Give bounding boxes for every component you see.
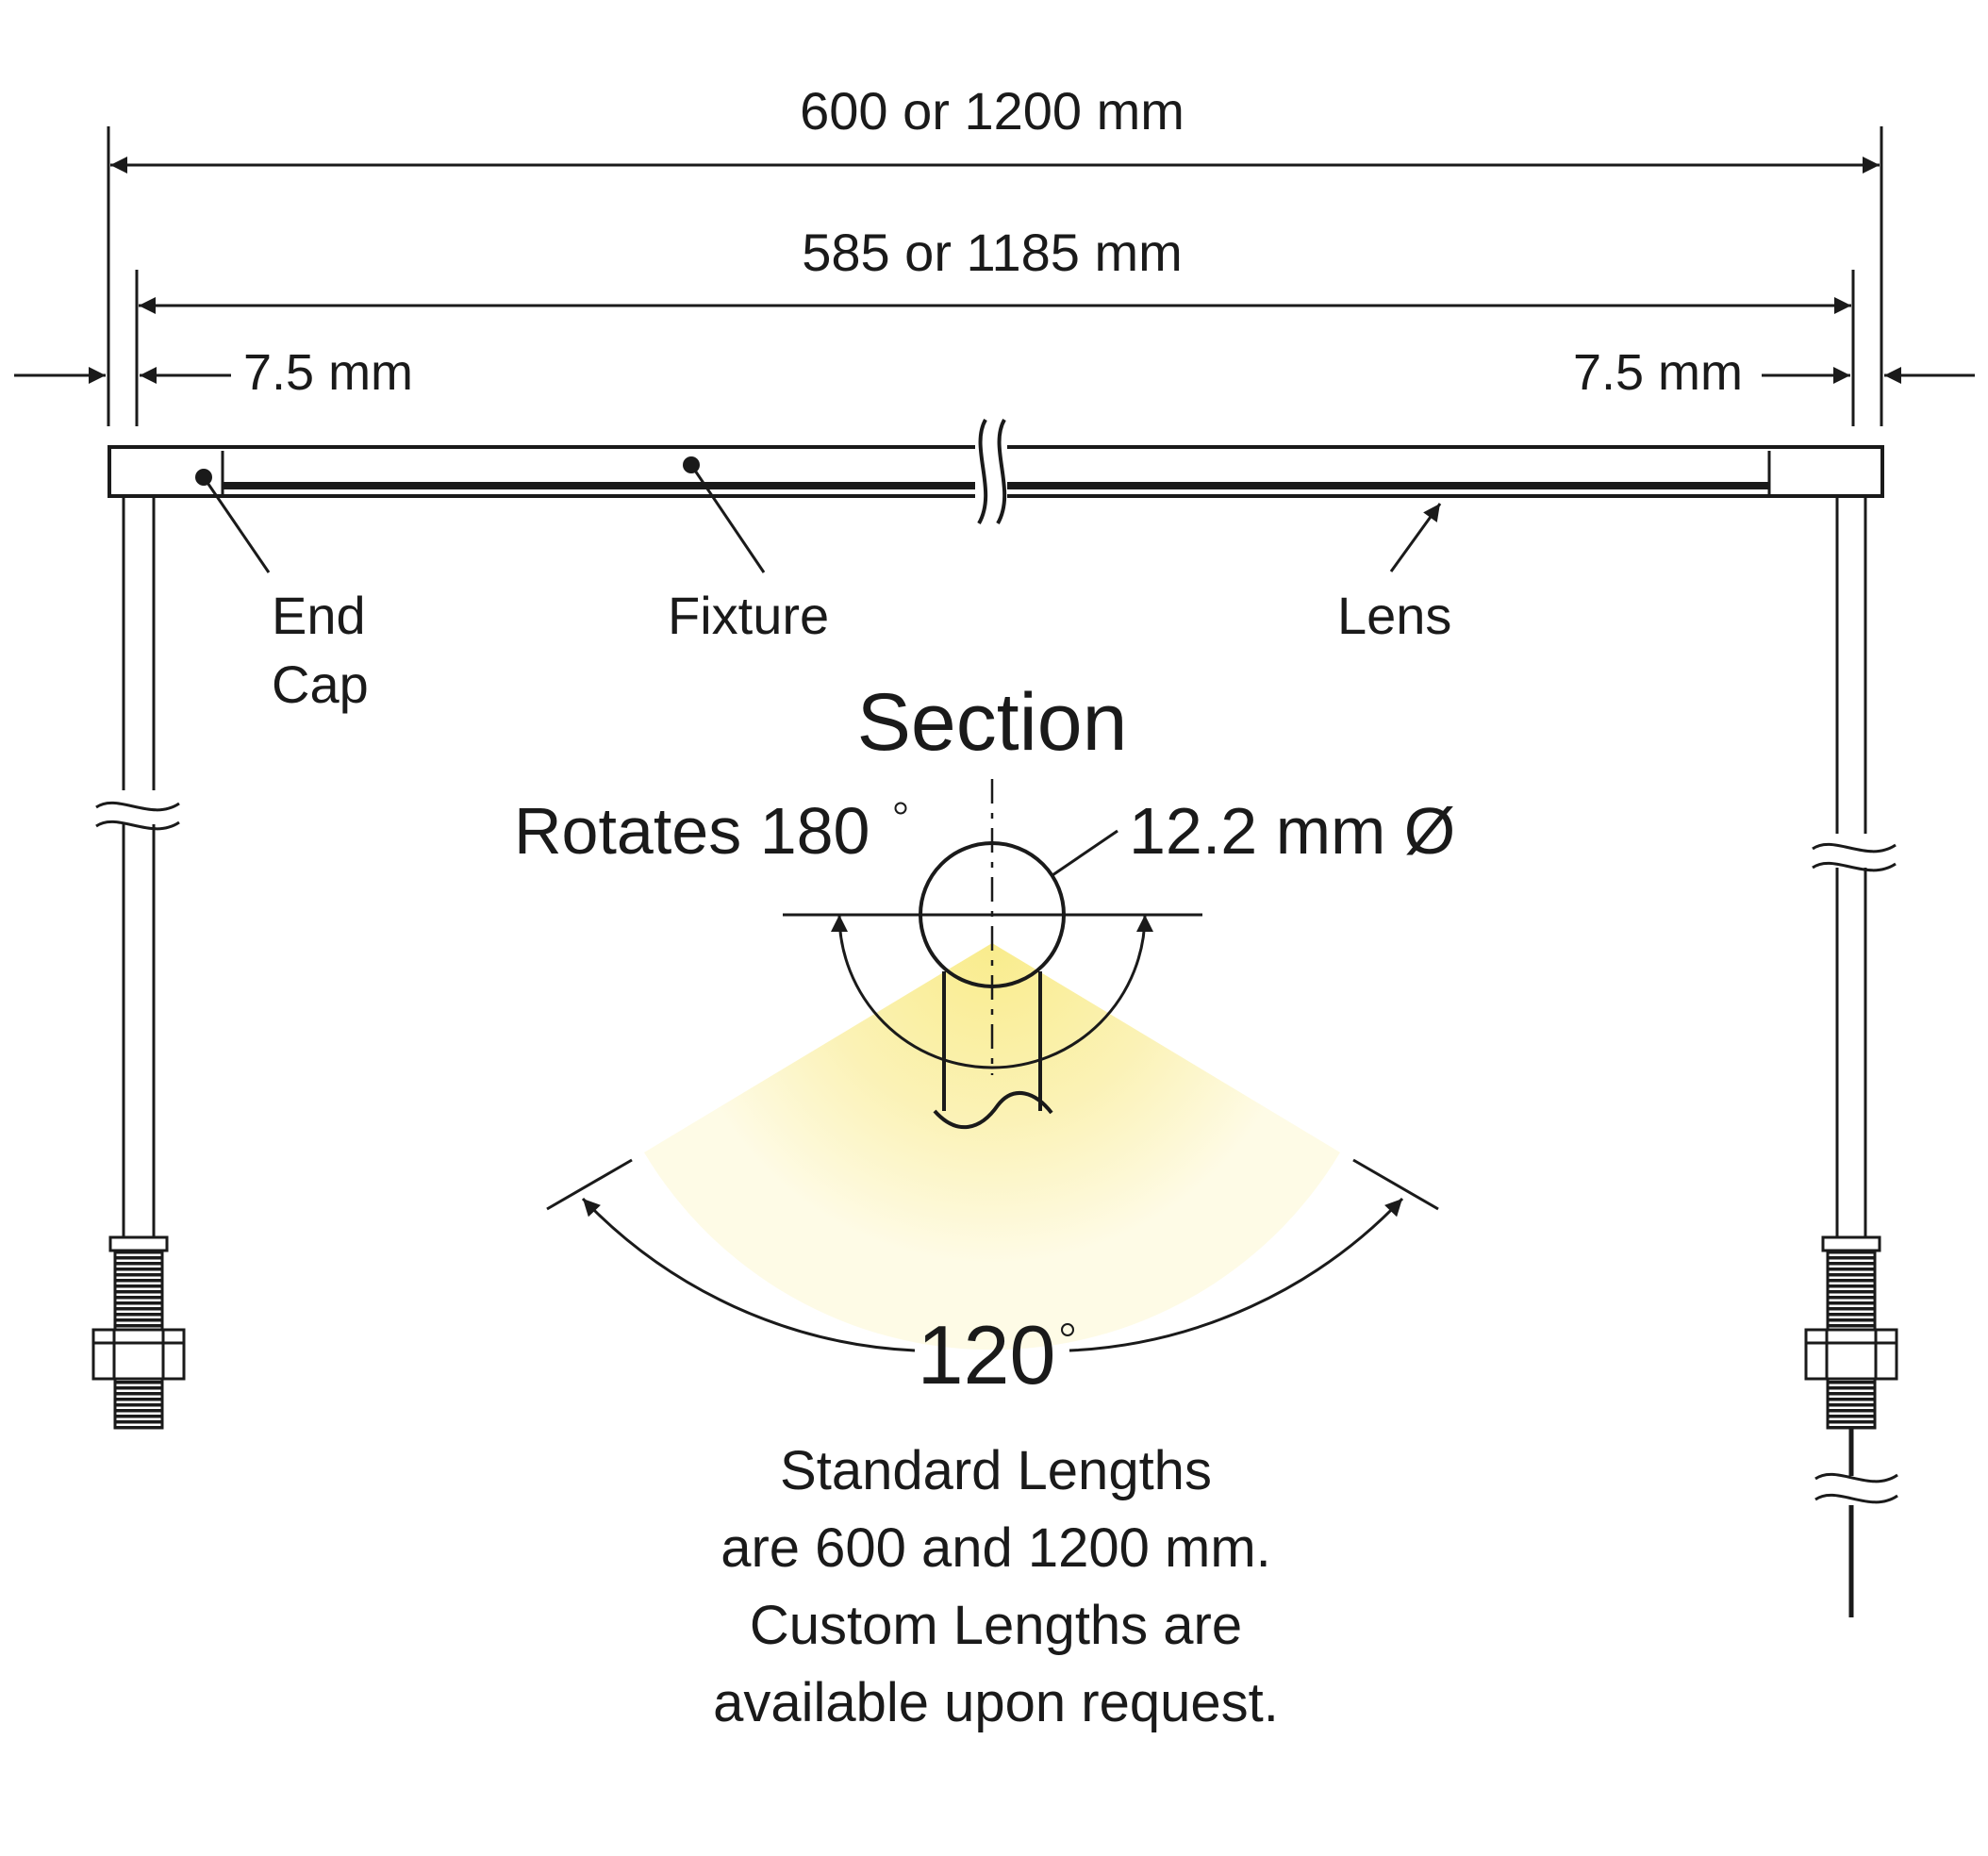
end-cap-label-line1: End — [272, 586, 366, 645]
note-line-2: are 600 and 1200 mm. — [721, 1517, 1271, 1579]
beam-angle-degree-symbol — [1061, 1323, 1074, 1336]
section-title: Section — [857, 677, 1128, 768]
note-line-4: available upon request. — [713, 1672, 1279, 1733]
rotation-arc — [831, 914, 1153, 1069]
section-view — [546, 779, 1439, 1352]
fixture-length-label: 585 or 1185 mm — [802, 223, 1183, 282]
lens-callout-arrow — [1389, 503, 1442, 572]
beam-angle-label: 120 — [918, 1308, 1056, 1401]
left-cap-dimension-label: 7.5 mm — [243, 344, 413, 401]
diameter-label: 12.2 mm Ø — [1129, 794, 1455, 868]
fixture-label: Fixture — [668, 586, 829, 645]
callout-leaders — [195, 456, 1442, 573]
note-line-3: Custom Lengths are — [750, 1595, 1242, 1656]
left-lead — [91, 496, 186, 1430]
fixture-bar — [108, 419, 1884, 524]
beam-spread — [644, 943, 1340, 1351]
right-cap-dimension-label: 7.5 mm — [1573, 344, 1743, 401]
dimension-lines — [14, 126, 1975, 426]
overall-length-label: 600 or 1200 mm — [800, 81, 1185, 141]
diameter-leader — [1052, 829, 1118, 877]
lens-label: Lens — [1337, 586, 1451, 645]
rotates-label: Rotates 180 — [514, 794, 870, 868]
note-line-1: Standard Lengths — [780, 1440, 1212, 1501]
right-lead — [1804, 496, 1898, 1617]
rotates-degree-symbol — [894, 802, 907, 815]
end-cap-label-line2: Cap — [272, 655, 369, 714]
length-notes: Standard Lengths are 600 and 1200 mm. Cu… — [713, 1440, 1279, 1733]
